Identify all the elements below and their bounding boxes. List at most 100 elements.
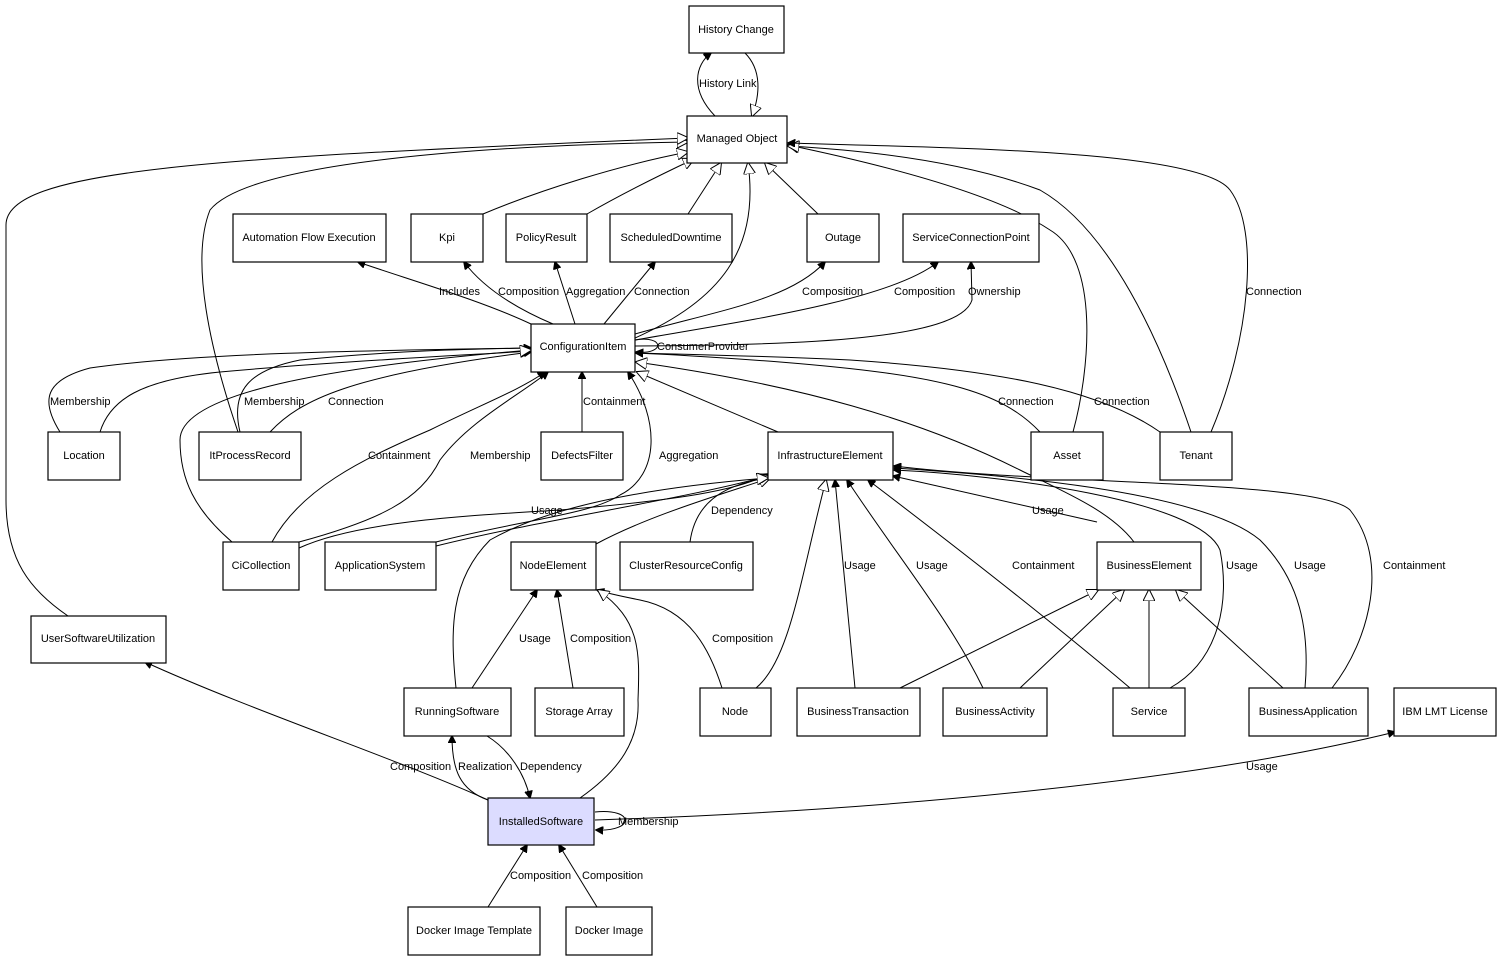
edge-is-membership-self: [594, 811, 626, 831]
edge-itpr-connection: [269, 352, 531, 433]
edge-policyresult-to-managed-object: [586, 159, 694, 215]
node-business-activity[interactable]: BusinessActivity: [942, 687, 1048, 737]
edge-ba-usage-ie: [847, 480, 984, 689]
node-label: Automation Flow Execution: [242, 232, 375, 244]
node-scheduled-downtime[interactable]: ScheduledDowntime: [609, 213, 733, 263]
node-location[interactable]: Location: [47, 431, 121, 481]
edge-be-to-ci: [636, 362, 1135, 543]
edge-is-dependency-rs: [486, 735, 530, 798]
node-business-application[interactable]: BusinessApplication: [1248, 687, 1369, 737]
node-installed-software[interactable]: InstalledSoftware: [487, 797, 595, 846]
node-label: DefectsFilter: [551, 450, 613, 462]
edge-label-appsys-aggregation: Aggregation: [659, 450, 718, 462]
edge-cicoll-containment: [271, 372, 545, 543]
node-label: PolicyResult: [516, 232, 577, 244]
edge-label-includes: Includes: [439, 286, 480, 298]
node-policy-result[interactable]: PolicyResult: [505, 213, 588, 263]
edge-outage-to-managed-object: [765, 163, 819, 215]
edge-cluster-dependency-ie: [689, 478, 768, 543]
edge-label-location-membership: Membership: [50, 396, 111, 408]
edge-rs-usage-nodeelement: [471, 590, 537, 689]
node-managed-object[interactable]: Managed Object: [686, 115, 788, 164]
edge-history-link-up: [697, 53, 716, 117]
edge-kpi-to-managed-object: [482, 152, 688, 215]
edge-itpr-membership: [237, 348, 532, 433]
node-business-transaction[interactable]: BusinessTransaction: [796, 687, 921, 737]
node-configuration-item[interactable]: ConfigurationItem: [530, 323, 636, 373]
node-ci-collection[interactable]: CiCollection: [222, 541, 300, 591]
edge-label-tenant-connection: Connection: [1094, 396, 1150, 408]
node-service-connection-point[interactable]: ServiceConnectionPoint: [902, 213, 1040, 263]
edge-be-usage-ie: [893, 476, 1098, 523]
edge-label-defects-containment: Containment: [583, 396, 645, 408]
edge-service-usage-ie: [894, 470, 1224, 689]
node-user-software-utilization[interactable]: UserSoftwareUtilization: [30, 615, 167, 664]
node-label: InstalledSoftware: [499, 816, 583, 828]
edge-label-outage-composition: Composition: [802, 286, 863, 298]
node-label: Asset: [1053, 450, 1081, 462]
edge-label-service-containment: Containment: [1012, 560, 1074, 572]
edge-ci-composition-outage: [634, 262, 825, 335]
node-service[interactable]: Service: [1112, 687, 1186, 737]
node-ibm-lmt-license[interactable]: IBM LMT License: [1393, 687, 1497, 737]
edge-ie-to-ci: [637, 372, 779, 433]
edge-di-composition-is: [559, 845, 598, 908]
node-application-system[interactable]: ApplicationSystem: [324, 541, 437, 591]
edge-label-is-realization: Realization: [458, 761, 512, 773]
node-label: ApplicationSystem: [335, 560, 426, 572]
edge-tenant-connection-ci: [636, 353, 1161, 433]
edge-label-cicoll-containment: Containment: [368, 450, 430, 462]
node-label: Outage: [825, 232, 861, 244]
node-defects-filter[interactable]: DefectsFilter: [540, 431, 624, 481]
edge-ci-ownership-scp: [634, 262, 972, 347]
node-docker-image[interactable]: Docker Image: [565, 906, 653, 956]
edge-scheduleddowntime-to-managed-object: [687, 163, 721, 215]
edge-is-realization-rs: [452, 736, 489, 801]
edge-bapp-usage-ie: [894, 468, 1307, 689]
edge-tenant-to-managed-object: [788, 146, 1192, 433]
node-storage-array[interactable]: Storage Array: [534, 687, 625, 737]
node-label: RunningSoftware: [415, 706, 499, 718]
node-history-change[interactable]: History Change: [688, 5, 785, 54]
node-label: Tenant: [1179, 450, 1212, 462]
edge-ci-connection-downtime: [603, 262, 655, 325]
node-tenant[interactable]: Tenant: [1159, 431, 1233, 481]
node-running-software[interactable]: RunningSoftware: [403, 687, 512, 737]
node-outage[interactable]: Outage: [806, 213, 880, 263]
node-label: InfrastructureElement: [777, 450, 882, 462]
edge-dit-composition-is: [487, 845, 527, 908]
node-automation-flow-execution[interactable]: Automation Flow Execution: [232, 213, 387, 263]
edge-bapp-to-be: [1176, 590, 1284, 689]
edge-usersoftware-to-managed-object: [5, 138, 688, 617]
node-it-process-record[interactable]: ItProcessRecord: [198, 431, 302, 481]
edge-sa-composition-nodeelement: [557, 590, 574, 689]
edge-label-scp-composition: Composition: [894, 286, 955, 298]
node-infrastructure-element[interactable]: InfrastructureElement: [767, 431, 894, 481]
edge-label-ba-usage: Usage: [916, 560, 948, 572]
node-label: ClusterResourceConfig: [629, 560, 743, 572]
edge-itprocessrecord-to-managed-object: [201, 142, 688, 433]
edge-label-bapp-containment: Containment: [1383, 560, 1445, 572]
edge-label-downtime-connection: Connection: [634, 286, 690, 298]
node-label: IBM LMT License: [1402, 706, 1487, 718]
node-business-element[interactable]: BusinessElement: [1096, 541, 1202, 591]
edge-label-is-dependency: Dependency: [520, 761, 582, 773]
edge-ci-includes-automation: [358, 262, 532, 325]
edge-cicoll-to-ci: [179, 350, 531, 543]
node-node-element[interactable]: NodeElement: [510, 541, 597, 591]
edge-label-kpi-composition: Composition: [498, 286, 559, 298]
edge-cicoll-membership: [298, 372, 548, 543]
node-cluster-resource-config[interactable]: ClusterResourceConfig: [619, 541, 754, 591]
node-asset[interactable]: Asset: [1030, 431, 1104, 481]
edge-cicoll-usage-ie: [298, 474, 768, 549]
node-label: BusinessActivity: [955, 706, 1035, 718]
node-label: ItProcessRecord: [209, 450, 290, 462]
edge-label-rs-usage: Usage: [519, 633, 551, 645]
node-label: NodeElement: [520, 560, 587, 572]
edge-label-history-link: History Link: [699, 78, 757, 90]
node-kpi[interactable]: Kpi: [410, 213, 484, 263]
node-docker-image-template[interactable]: Docker Image Template: [407, 906, 541, 956]
edges: [5, 53, 1395, 908]
edge-bt-to-be: [899, 590, 1098, 689]
node-node[interactable]: Node: [699, 687, 772, 737]
